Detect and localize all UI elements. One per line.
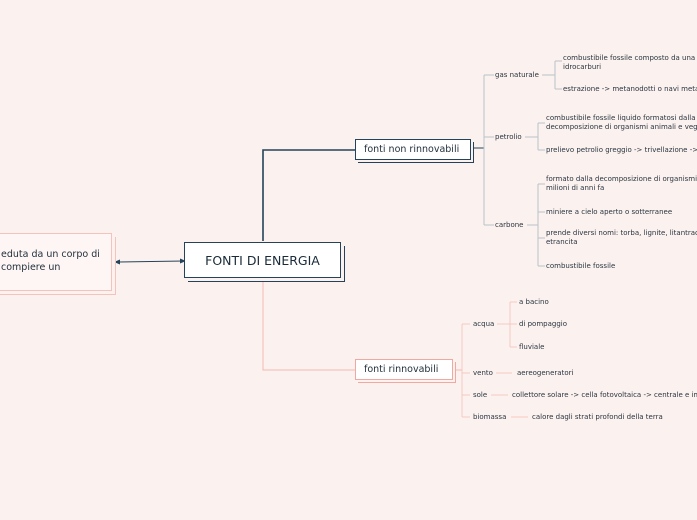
subtopic-biomass[interactable]: biomassa (473, 413, 507, 421)
subtopic-oil[interactable]: petrolio (495, 133, 522, 141)
subtopic-wind[interactable]: vento (473, 369, 493, 377)
topic-non-renewable-label: fonti non rinnovabili (364, 144, 460, 155)
sun-item-collector[interactable]: collettore solare -> cella fotovoltaica … (512, 391, 697, 399)
wind-item-generators[interactable]: aereogeneratori (517, 369, 574, 377)
gas-item-composition[interactable]: combustibile fossile composto da una m i… (563, 54, 697, 71)
coal-item-fossil[interactable]: combustibile fossile (546, 262, 616, 270)
left-definition-node[interactable]: eduta da un corpo di compiere un (0, 233, 112, 291)
left-definition-text: eduta da un corpo di compiere un (1, 249, 100, 273)
coal-item-names[interactable]: prende diversi nomi: torba, lignite, lit… (546, 229, 697, 246)
water-item-pumping[interactable]: di pompaggio (519, 320, 568, 328)
water-item-basin[interactable]: a bacino (519, 298, 549, 306)
subtopic-sun[interactable]: sole (473, 391, 488, 399)
topic-non-renewable[interactable]: fonti non rinnovabili (355, 139, 471, 160)
subtopic-gas[interactable]: gas naturale (495, 71, 539, 79)
coal-item-formation[interactable]: formato dalla decomposizione di organism… (546, 175, 697, 192)
oil-item-extraction[interactable]: prelievo petrolio greggio -> trivellazio… (546, 146, 697, 154)
topic-renewable-label: fonti rinnovabili (364, 364, 439, 375)
central-topic-label: FONTI DI ENERGIA (205, 252, 320, 268)
central-topic[interactable]: FONTI DI ENERGIA (184, 242, 341, 278)
topic-renewable[interactable]: fonti rinnovabili (355, 359, 453, 380)
water-item-river[interactable]: fluviale (519, 343, 545, 351)
coal-item-mines[interactable]: miniere a cielo aperto o sotterranee (546, 208, 673, 216)
oil-item-composition[interactable]: combustibile fossile liquido formatosi d… (546, 114, 697, 131)
gas-item-extraction[interactable]: estrazione -> metanodotti o navi metan (563, 85, 697, 93)
biomass-item-heat[interactable]: calore dagli strati profondi della terra (532, 413, 663, 421)
subtopic-coal[interactable]: carbone (495, 221, 524, 229)
subtopic-water[interactable]: acqua (473, 320, 495, 328)
